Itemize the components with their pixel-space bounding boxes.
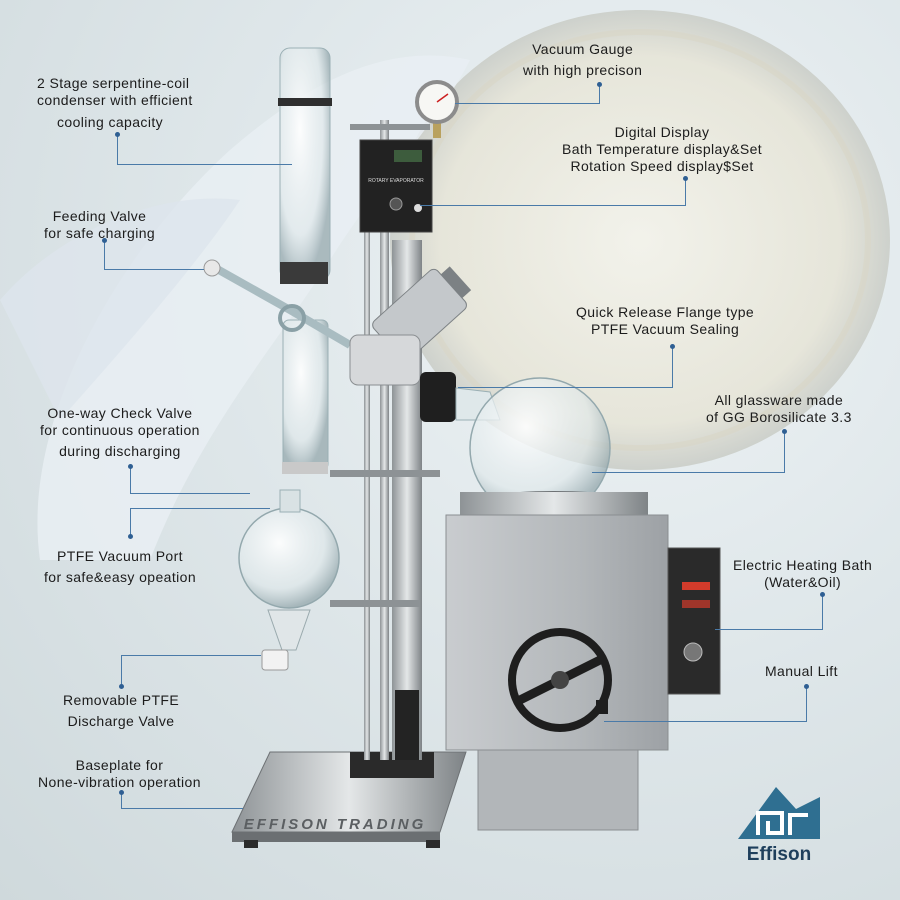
brand-logo-icon — [738, 787, 820, 839]
brand-name: Effison — [746, 844, 812, 865]
label-discharge-valve: Removable PTFE Discharge Valve — [63, 692, 180, 729]
label-check-valve: One-way Check Valve for continuous opera… — [40, 405, 200, 459]
label-vacuum-port: PTFE Vacuum Port for safe&easy opeation — [44, 548, 197, 585]
label-baseplate: Baseplate for None-vibration operation — [38, 757, 201, 790]
label-digital-display: Digital Display Bath Temperature display… — [562, 124, 763, 174]
label-heating-bath: Electric Heating Bath (Water&Oil) — [733, 557, 873, 590]
label-vacuum-gauge: Vacuum Gauge with high precison — [523, 41, 643, 78]
brand-logo: Effison — [736, 775, 822, 865]
base-engraving: EFFISON TRADING — [244, 816, 427, 833]
panel-title: ROTARY EVAPORATOR — [368, 178, 424, 184]
label-condenser: 2 Stage serpentine-coil condenser with e… — [37, 75, 193, 130]
label-manual-lift: Manual Lift — [765, 663, 838, 679]
label-feeding-valve: Feeding Valve for safe charging — [44, 208, 156, 241]
label-flange: Quick Release Flange type PTFE Vacuum Se… — [576, 304, 755, 337]
label-glassware: All glassware made of GG Borosilicate 3.… — [706, 392, 852, 425]
